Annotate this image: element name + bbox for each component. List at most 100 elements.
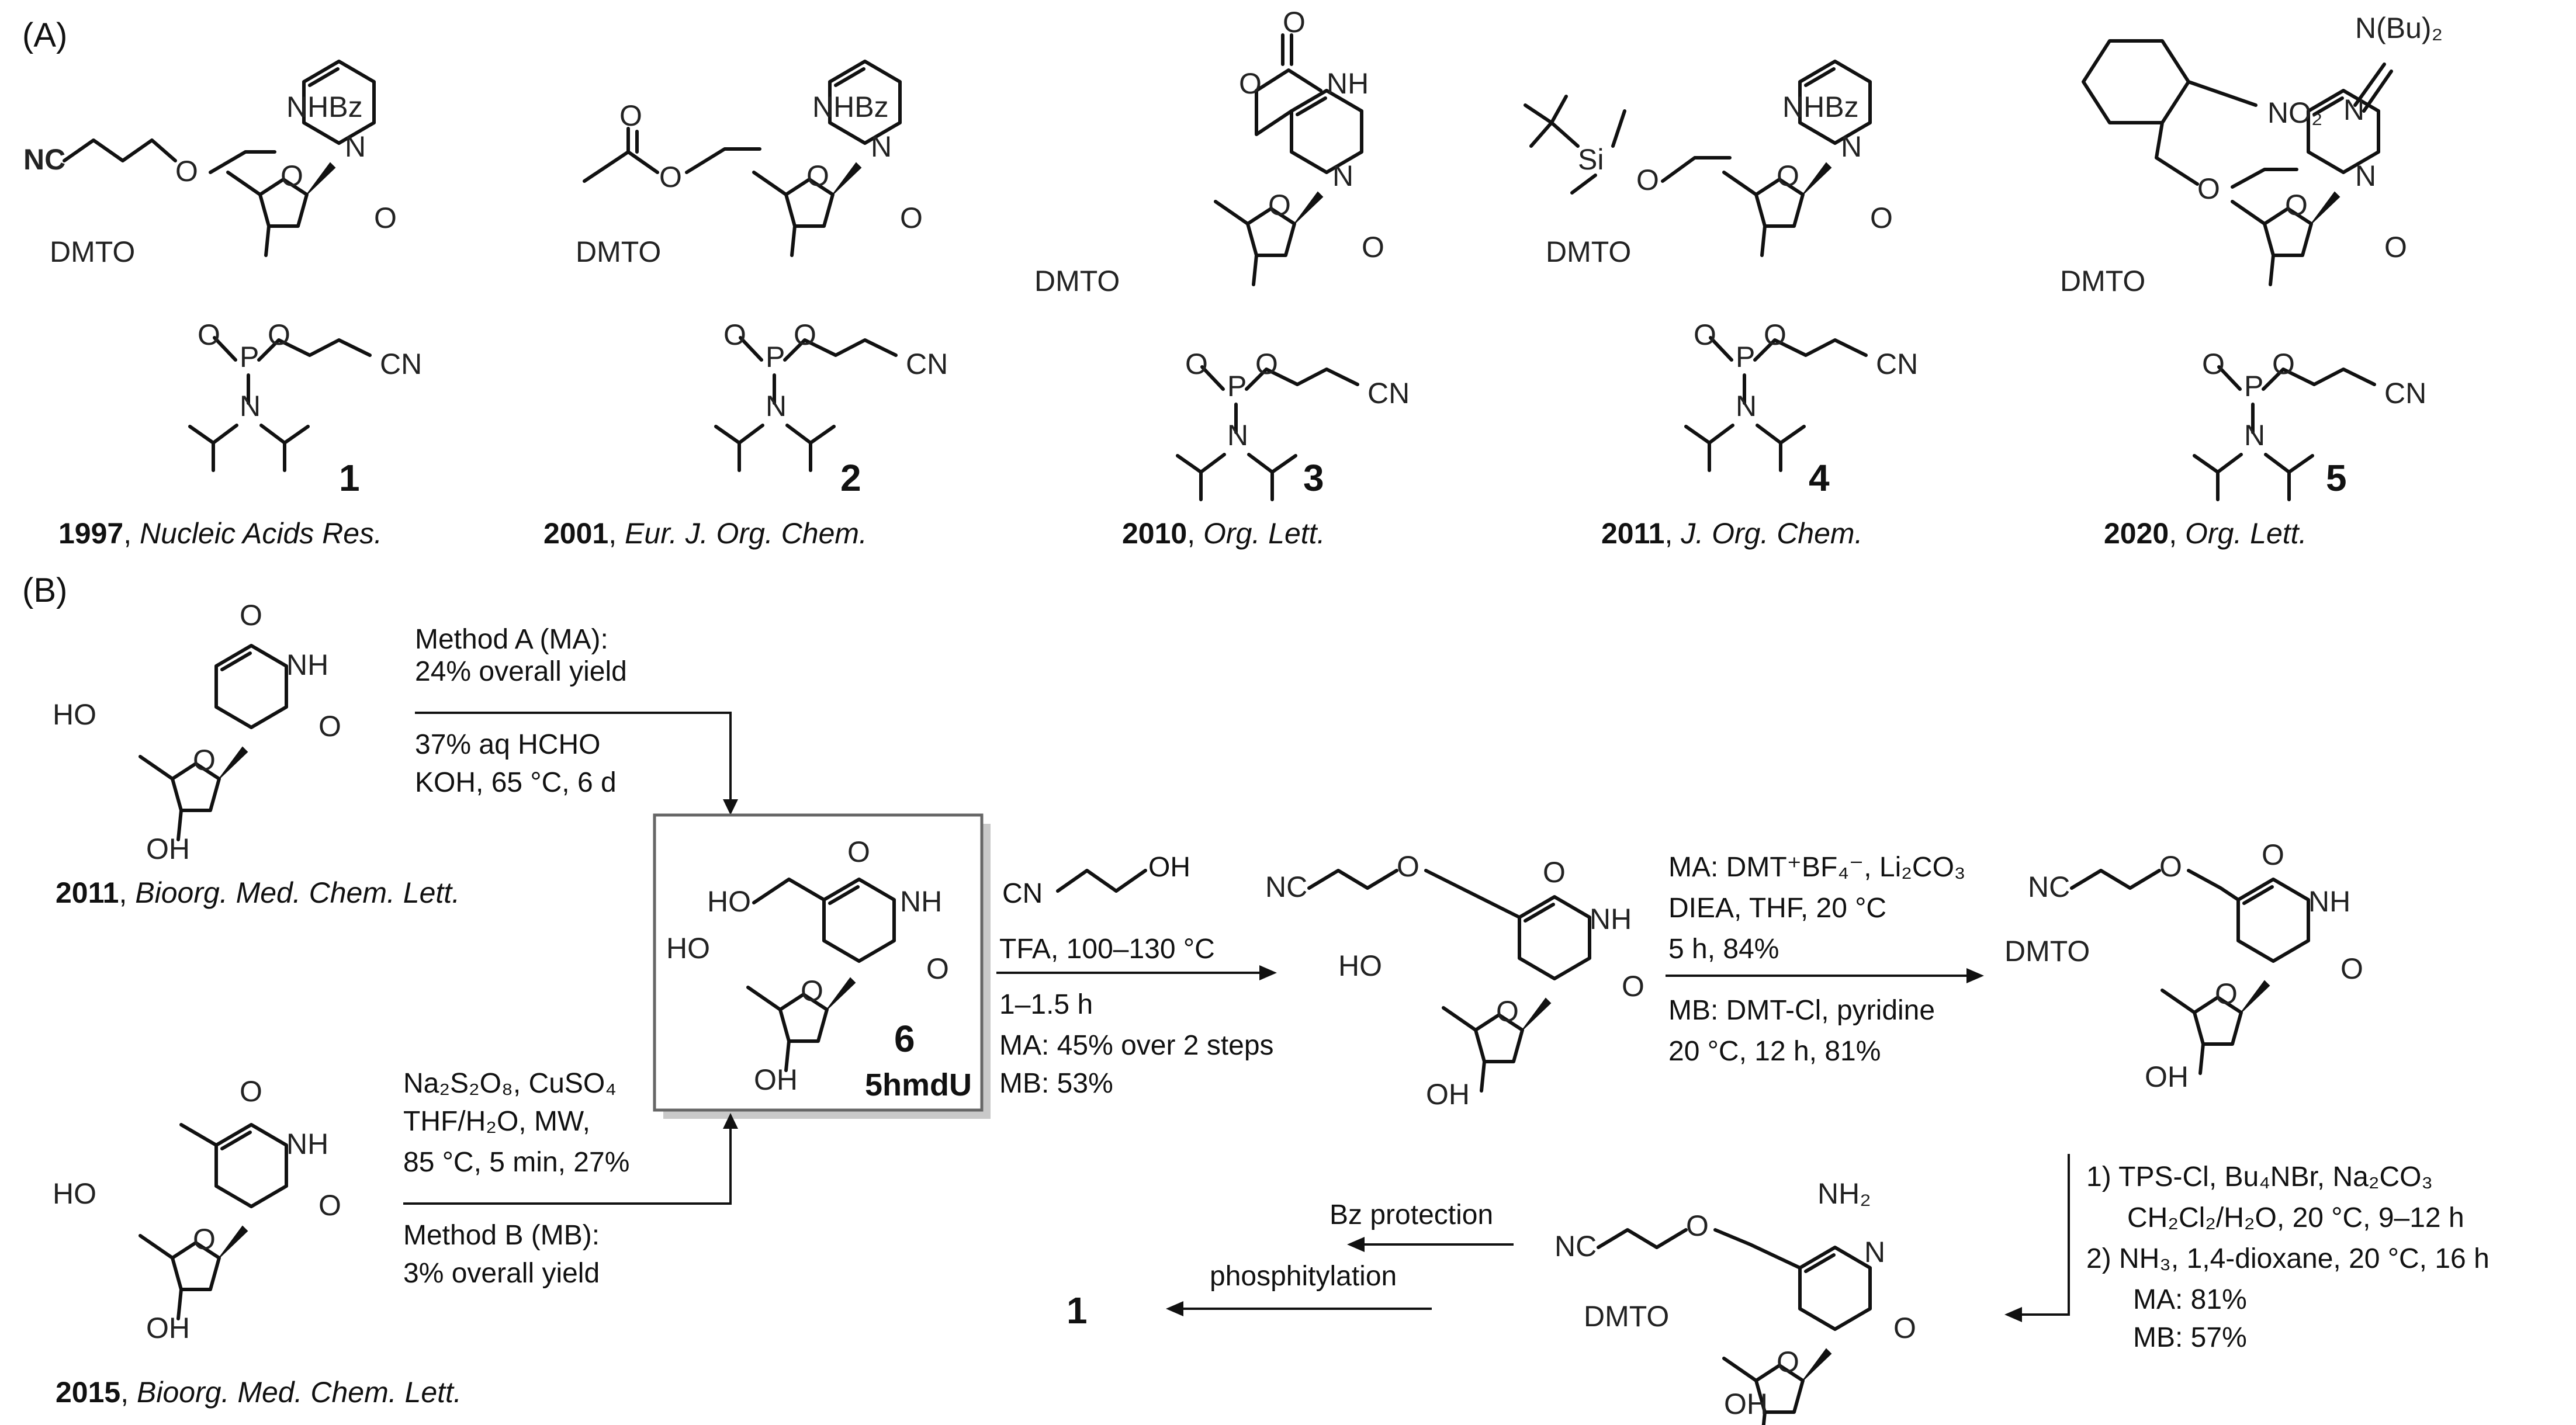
final-product-number: 1 bbox=[1067, 1289, 1088, 1332]
atom-label: O bbox=[2215, 977, 2238, 1010]
atom-label: DMTO bbox=[2004, 935, 2090, 968]
atom-label: NHBz bbox=[812, 91, 889, 123]
atom-label: O bbox=[1255, 348, 1278, 380]
atom-label: NH bbox=[286, 649, 328, 681]
atom-label: CN bbox=[380, 348, 422, 380]
atom-label: O bbox=[900, 202, 923, 234]
step-2-ma-yield: MA: 45% over 2 steps bbox=[999, 1030, 1274, 1061]
atom-label: O bbox=[801, 975, 823, 1007]
atom-label: N bbox=[1227, 419, 1248, 452]
atom-label: N bbox=[871, 130, 892, 163]
step-4-line-3: 2) NH₃, 1,4-dioxane, 20 °C, 16 h bbox=[2086, 1243, 2490, 1274]
compound-1-citation: 1997, Nucleic Acids Res. bbox=[58, 517, 382, 550]
step-4-line-1: 1) TPS-Cl, Bu₄NBr, Na₂CO₃ bbox=[2086, 1162, 2433, 1192]
intermediate-dmt-structure: NC O O NH O O DMTO OH bbox=[2004, 838, 2363, 1093]
start-deoxyuridine-structure: O NH O O HO OH 2011, Bioorg. Med. Chem. … bbox=[53, 599, 460, 909]
compound-number: 5 bbox=[2326, 457, 2347, 499]
atom-label: O bbox=[2340, 952, 2363, 985]
atom-label: CN bbox=[2384, 377, 2426, 410]
atom-label: O bbox=[659, 161, 682, 193]
final-step-line-2: phosphitylation bbox=[1210, 1261, 1397, 1292]
step-2-reagent-oh: OH bbox=[1148, 852, 1190, 883]
atom-label: O bbox=[1777, 160, 1799, 192]
atom-label: HO bbox=[707, 885, 751, 918]
atom-label: O bbox=[1893, 1312, 1916, 1344]
atom-label: O bbox=[1268, 189, 1291, 221]
final-step-arrows: Bz protection phosphitylation 1 bbox=[1067, 1199, 1514, 1332]
atom-label: O bbox=[1870, 202, 1893, 234]
atom-label: O bbox=[1185, 348, 1208, 380]
atom-label: N bbox=[2244, 419, 2265, 452]
compound-number: 2 bbox=[840, 457, 861, 499]
citation-year: 2001 bbox=[543, 517, 608, 550]
atom-label: O bbox=[2384, 231, 2407, 263]
atom-label: OH bbox=[754, 1063, 798, 1096]
method-a-conditions: KOH, 65 °C, 6 d bbox=[415, 767, 617, 798]
atom-label: O bbox=[1636, 164, 1659, 196]
atom-label: NC bbox=[1554, 1230, 1597, 1263]
atom-label: O bbox=[374, 202, 397, 234]
method-a-yield: 24% overall yield bbox=[415, 656, 627, 687]
atom-label: DMTO bbox=[1034, 265, 1120, 297]
final-step-line-1: Bz protection bbox=[1329, 1199, 1493, 1230]
compound-3-structure: O O NH N O O DMTO O P O CN N 3 2010, Org… bbox=[1034, 6, 1410, 550]
compound-4-structure: NHBz N O O DMTO O P O CN N Si O 4 2011, … bbox=[1524, 61, 1918, 550]
atom-label: DMTO bbox=[2060, 265, 2145, 297]
atom-label: O bbox=[175, 155, 198, 188]
atom-label: O bbox=[806, 160, 829, 192]
compound-3-citation: 2010, Org. Lett. bbox=[1122, 517, 1325, 550]
atom-label: NH bbox=[286, 1128, 328, 1160]
method-b-title: Method B (MB): bbox=[403, 1220, 600, 1251]
citation-year: 2020 bbox=[2104, 517, 2169, 550]
atom-label: NH₂ bbox=[1817, 1177, 1871, 1210]
atom-label: O bbox=[318, 1189, 341, 1222]
compound-5-citation: 2020, Org. Lett. bbox=[2104, 517, 2307, 550]
citation-year: 2010 bbox=[1122, 517, 1187, 550]
atom-label: O bbox=[1362, 231, 1384, 263]
panel-b-label: (B) bbox=[22, 571, 67, 609]
step-3-mb-reagents: MB: DMT-Cl, pyridine bbox=[1668, 995, 1935, 1026]
step-3-ma-base: DIEA, THF, 20 °C bbox=[1668, 893, 1886, 924]
start-bottom-citation: 2015, Bioorg. Med. Chem. Lett. bbox=[56, 1376, 462, 1409]
compound-name: 5hmdU bbox=[865, 1067, 972, 1102]
atom-label: O bbox=[2285, 189, 2308, 221]
atom-label: NC bbox=[1265, 871, 1307, 903]
atom-label: OH bbox=[1724, 1388, 1768, 1420]
compound-2-citation: 2001, Eur. J. Org. Chem. bbox=[543, 517, 867, 550]
atom-label: OH bbox=[146, 833, 190, 865]
atom-label: N bbox=[1841, 130, 1862, 163]
method-b-yield: 3% overall yield bbox=[403, 1258, 600, 1289]
atom-label: NH bbox=[2308, 885, 2350, 918]
atom-label: O bbox=[268, 318, 290, 351]
atom-label: O bbox=[1283, 6, 1306, 39]
atom-label: CN bbox=[1876, 348, 1918, 380]
atom-label: N(Bu)₂ bbox=[2355, 12, 2443, 44]
step-2-time: 1–1.5 h bbox=[999, 989, 1093, 1020]
intermediate-diol-structure: NC O O NH O O HO OH bbox=[1265, 850, 1644, 1111]
atom-label: O bbox=[193, 1223, 216, 1256]
atom-label: Si bbox=[1578, 143, 1604, 176]
step-2-mb-yield: MB: 53% bbox=[999, 1068, 1113, 1099]
atom-label: NHBz bbox=[1782, 91, 1859, 123]
atom-label: DMTO bbox=[1546, 235, 1631, 268]
atom-label: NH bbox=[1590, 903, 1632, 935]
method-b-reagents: Na₂S₂O₈, CuSO₄ bbox=[403, 1068, 617, 1099]
citation-journal: Bioorg. Med. Chem. Lett. bbox=[135, 876, 460, 909]
atom-label: HO bbox=[666, 932, 710, 965]
atom-label: DMTO bbox=[1584, 1300, 1669, 1333]
start-top-citation: 2011, Bioorg. Med. Chem. Lett. bbox=[56, 876, 460, 909]
compound-number: 1 bbox=[339, 457, 360, 499]
atom-label: OH bbox=[2145, 1060, 2189, 1093]
atom-label: O bbox=[794, 318, 816, 351]
atom-label: CN bbox=[906, 348, 948, 380]
step-4-line-2: CH₂Cl₂/H₂O, 20 °C, 9–12 h bbox=[2127, 1202, 2464, 1233]
compound-5-structure: N(Bu)₂ N N O O DMTO O P O CN N NO₂ O 5 2… bbox=[2060, 12, 2443, 550]
citation-year: 2015 bbox=[56, 1376, 120, 1409]
compound-6-box: O NH O O HO HO OH 6 5hmdU bbox=[653, 813, 991, 1119]
atom-label: NO₂ bbox=[2267, 96, 2322, 129]
atom-label: NC bbox=[23, 143, 65, 176]
step-4-arrow: 1) TPS-Cl, Bu₄NBr, Na₂CO₃ CH₂Cl₂/H₂O, 20… bbox=[2004, 1154, 2490, 1353]
atom-label: O bbox=[847, 835, 870, 868]
atom-label: O bbox=[2202, 348, 2225, 380]
atom-label: O bbox=[723, 318, 746, 351]
